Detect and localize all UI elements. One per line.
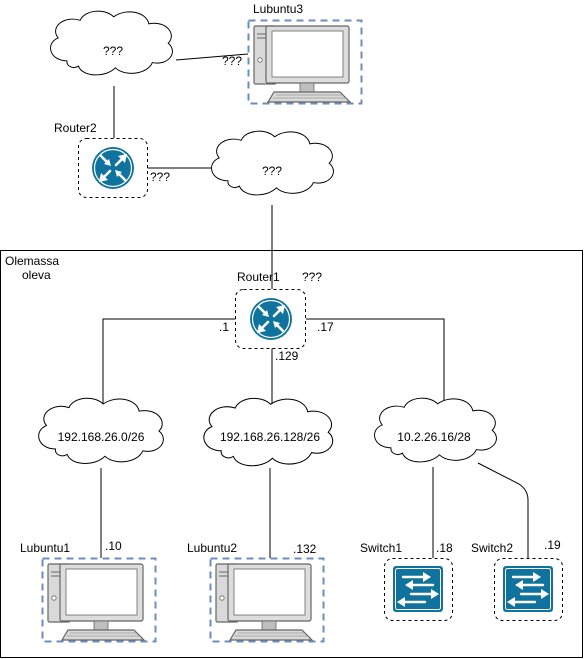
router1-icon — [248, 296, 294, 342]
lubuntu3-label: Lubuntu3 — [253, 2, 303, 16]
lubuntu2-pc-icon — [215, 563, 313, 641]
lubuntu3-pc-icon — [253, 25, 351, 103]
connection-lines — [100, 53, 529, 558]
switch1-label: Switch1 — [360, 541, 402, 555]
switch2-address: .19 — [544, 538, 561, 552]
switch2-icon — [501, 564, 555, 614]
region-label-line2: oleva — [22, 268, 51, 282]
lubuntu1-frame — [41, 557, 157, 643]
lubuntu2-label: Lubuntu2 — [187, 541, 237, 555]
lubuntu1-pc-icon — [47, 563, 145, 641]
cloud-middle-label: ??? — [262, 164, 282, 178]
router1-upstream-address: ??? — [302, 270, 322, 284]
router2-address: ??? — [150, 170, 170, 184]
cloud-net-c-label: 10.2.26.16/28 — [397, 430, 471, 444]
switch1-icon — [391, 564, 445, 614]
router1-label: Router1 — [237, 270, 280, 284]
lubuntu2-address: .132 — [293, 542, 317, 556]
link-cloud-lubuntu3 — [175, 53, 249, 61]
lubuntu1-label: Lubuntu1 — [20, 541, 70, 555]
lubuntu3-address: ??? — [222, 54, 242, 68]
cloud-net-a-label: 192.168.26.0/26 — [58, 430, 145, 444]
lubuntu2-frame — [209, 557, 325, 643]
lubuntu3-frame — [247, 19, 363, 105]
router1-if-b-address: .129 — [275, 349, 299, 363]
router1-if-a-address: .1 — [219, 320, 229, 334]
switch1-address: .18 — [436, 541, 453, 555]
cloud-net-b-label: 192.168.26.128/26 — [220, 430, 320, 444]
lubuntu1-address: .10 — [105, 539, 122, 553]
switch2-label: Switch2 — [471, 541, 513, 555]
router2-icon — [90, 145, 136, 191]
link-net-c-switch2 — [477, 462, 529, 558]
existing-network-region — [0, 250, 583, 658]
cloud-top-left-label: ??? — [103, 44, 123, 58]
router1-if-c-address: .17 — [317, 320, 334, 334]
router2-label: Router2 — [54, 121, 97, 135]
link-router1-net-a — [102, 318, 236, 405]
region-label-line1: Olemassa — [5, 254, 59, 268]
link-router1-net-c — [306, 318, 445, 405]
